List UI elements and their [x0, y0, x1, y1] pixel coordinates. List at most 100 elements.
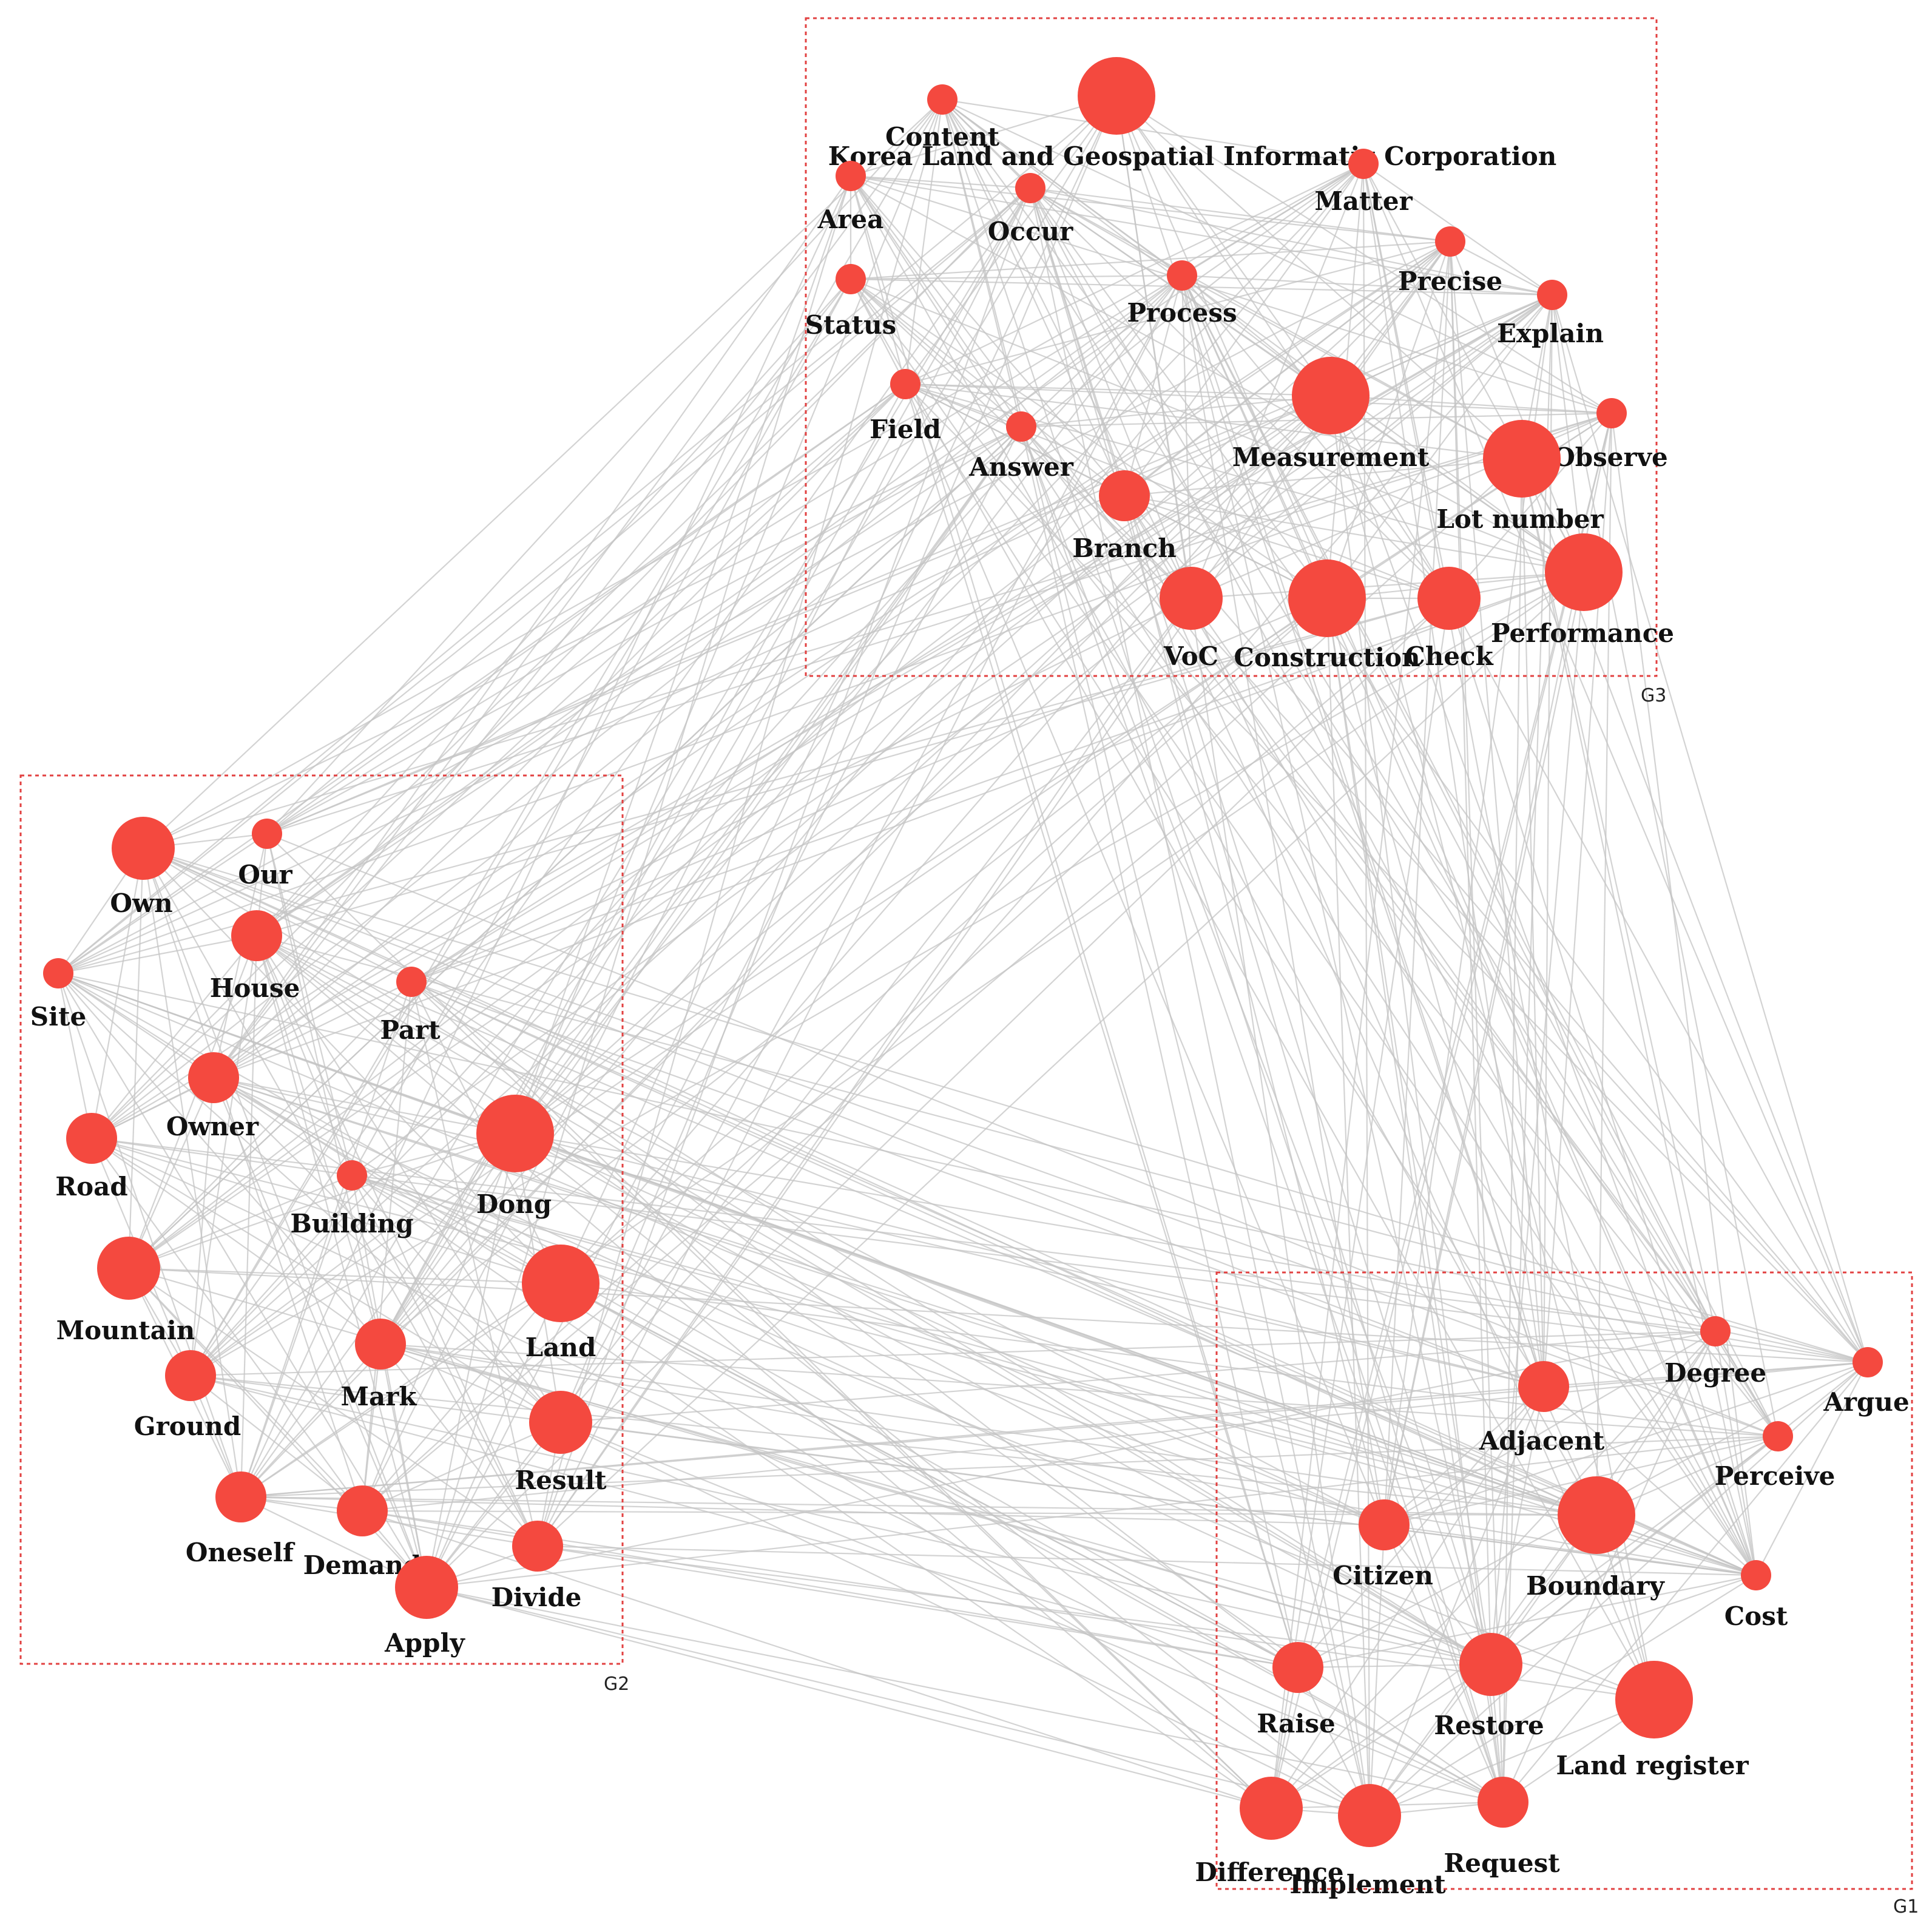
node-circle-measurement[interactable] — [1292, 357, 1370, 434]
node-cost[interactable]: Cost — [1724, 1560, 1788, 1631]
node-site[interactable]: Site — [30, 958, 86, 1032]
node-circle-area[interactable] — [836, 161, 866, 191]
node-landregister[interactable]: Land register — [1556, 1661, 1749, 1780]
node-ground[interactable]: Ground — [134, 1350, 241, 1441]
node-area[interactable]: Area — [817, 161, 884, 234]
edge-content-implement — [941, 99, 1371, 1816]
node-voc[interactable]: VoC — [1160, 567, 1223, 671]
node-performance[interactable]: Performance — [1491, 533, 1674, 648]
node-circle-our[interactable] — [252, 819, 282, 849]
node-owner[interactable]: Owner — [166, 1052, 259, 1141]
node-our[interactable]: Our — [238, 819, 292, 890]
node-circle-voc[interactable] — [1160, 567, 1223, 630]
node-field[interactable]: Field — [870, 369, 941, 444]
node-circle-check[interactable] — [1417, 567, 1481, 630]
node-circle-own[interactable] — [112, 817, 175, 880]
node-circle-perceive[interactable] — [1763, 1421, 1793, 1451]
node-circle-occur[interactable] — [1015, 173, 1045, 203]
node-part[interactable]: Part — [380, 967, 441, 1045]
node-own[interactable]: Own — [110, 817, 175, 918]
node-circle-site[interactable] — [43, 958, 73, 988]
node-matter[interactable]: Matter — [1314, 149, 1413, 216]
node-land[interactable]: Land — [522, 1245, 600, 1362]
node-degree[interactable]: Degree — [1664, 1316, 1766, 1388]
node-circle-boundary[interactable] — [1558, 1476, 1635, 1554]
node-circle-demand[interactable] — [337, 1485, 388, 1536]
node-circle-divide[interactable] — [512, 1521, 563, 1572]
node-circle-branch[interactable] — [1099, 470, 1150, 521]
node-circle-landregister[interactable] — [1615, 1661, 1693, 1738]
node-branch[interactable]: Branch — [1072, 470, 1177, 563]
node-circle-road[interactable] — [66, 1113, 117, 1164]
node-implement[interactable]: Implement — [1289, 1784, 1446, 1899]
node-restore[interactable]: Restore — [1434, 1633, 1544, 1740]
node-lotnumber[interactable]: Lot number — [1436, 420, 1604, 534]
node-perceive[interactable]: Perceive — [1715, 1421, 1836, 1491]
node-circle-process[interactable] — [1167, 260, 1197, 291]
node-precise[interactable]: Precise — [1398, 226, 1502, 296]
node-content[interactable]: Content — [885, 84, 1000, 152]
node-observe[interactable]: Observe — [1553, 398, 1668, 472]
node-explain[interactable]: Explain — [1497, 280, 1604, 348]
node-klgic[interactable]: Korea Land and Geospatial Informatix Cor… — [828, 57, 1557, 171]
node-circle-answer[interactable] — [1006, 411, 1036, 442]
node-circle-observe[interactable] — [1596, 398, 1627, 428]
node-building[interactable]: Building — [290, 1160, 414, 1238]
node-circle-cost[interactable] — [1741, 1560, 1771, 1590]
node-circle-raise[interactable] — [1272, 1642, 1323, 1693]
node-circle-lotnumber[interactable] — [1483, 420, 1561, 498]
node-circle-owner[interactable] — [188, 1052, 239, 1103]
node-circle-construction[interactable] — [1288, 559, 1366, 637]
node-circle-building[interactable] — [337, 1160, 367, 1191]
node-boundary[interactable]: Boundary — [1526, 1476, 1665, 1601]
node-house[interactable]: House — [210, 910, 300, 1003]
node-measurement[interactable]: Measurement — [1232, 357, 1430, 472]
node-circle-apply[interactable] — [395, 1556, 458, 1619]
node-answer[interactable]: Answer — [968, 411, 1074, 482]
node-circle-mark[interactable] — [355, 1319, 406, 1370]
node-mark[interactable]: Mark — [341, 1319, 417, 1411]
node-circle-oneself[interactable] — [215, 1471, 266, 1522]
node-road[interactable]: Road — [55, 1113, 128, 1201]
node-circle-land[interactable] — [522, 1245, 600, 1322]
node-apply[interactable]: Apply — [384, 1556, 465, 1658]
node-circle-status[interactable] — [836, 264, 866, 294]
node-raise[interactable]: Raise — [1257, 1642, 1336, 1738]
node-circle-content[interactable] — [927, 84, 958, 115]
node-difference[interactable]: Difference — [1195, 1777, 1344, 1887]
node-citizen[interactable]: Citizen — [1332, 1499, 1433, 1590]
node-result[interactable]: Result — [515, 1391, 607, 1495]
node-circle-matter[interactable] — [1348, 149, 1379, 179]
node-dong[interactable]: Dong — [476, 1095, 554, 1219]
node-circle-degree[interactable] — [1700, 1316, 1731, 1346]
node-construction[interactable]: Construction — [1234, 559, 1420, 672]
node-circle-dong[interactable] — [476, 1095, 554, 1172]
node-circle-ground[interactable] — [165, 1350, 216, 1401]
node-divide[interactable]: Divide — [491, 1521, 582, 1612]
node-circle-result[interactable] — [529, 1391, 592, 1454]
node-process[interactable]: Process — [1127, 260, 1237, 328]
node-circle-restore[interactable] — [1459, 1633, 1522, 1696]
node-circle-adjacent[interactable] — [1518, 1361, 1569, 1412]
node-circle-field[interactable] — [890, 369, 920, 399]
node-circle-klgic[interactable] — [1078, 57, 1155, 135]
node-circle-request[interactable] — [1478, 1777, 1528, 1828]
node-occur[interactable]: Occur — [988, 173, 1073, 246]
node-circle-difference[interactable] — [1240, 1777, 1303, 1840]
node-mountain[interactable]: Mountain — [56, 1237, 195, 1345]
node-circle-precise[interactable] — [1435, 226, 1465, 257]
node-oneself[interactable]: Oneself — [186, 1471, 296, 1567]
node-status[interactable]: Status — [805, 264, 897, 340]
node-request[interactable]: Request — [1444, 1777, 1560, 1878]
node-circle-mountain[interactable] — [97, 1237, 160, 1300]
node-circle-citizen[interactable] — [1359, 1499, 1410, 1550]
node-check[interactable]: Check — [1405, 567, 1494, 671]
node-circle-house[interactable] — [231, 910, 282, 961]
node-circle-implement[interactable] — [1338, 1784, 1401, 1847]
node-argue[interactable]: Argue — [1823, 1347, 1910, 1417]
node-adjacent[interactable]: Adjacent — [1479, 1361, 1605, 1456]
node-circle-explain[interactable] — [1537, 280, 1567, 310]
node-circle-performance[interactable] — [1545, 533, 1623, 611]
node-circle-part[interactable] — [396, 967, 427, 997]
node-circle-argue[interactable] — [1853, 1347, 1883, 1377]
